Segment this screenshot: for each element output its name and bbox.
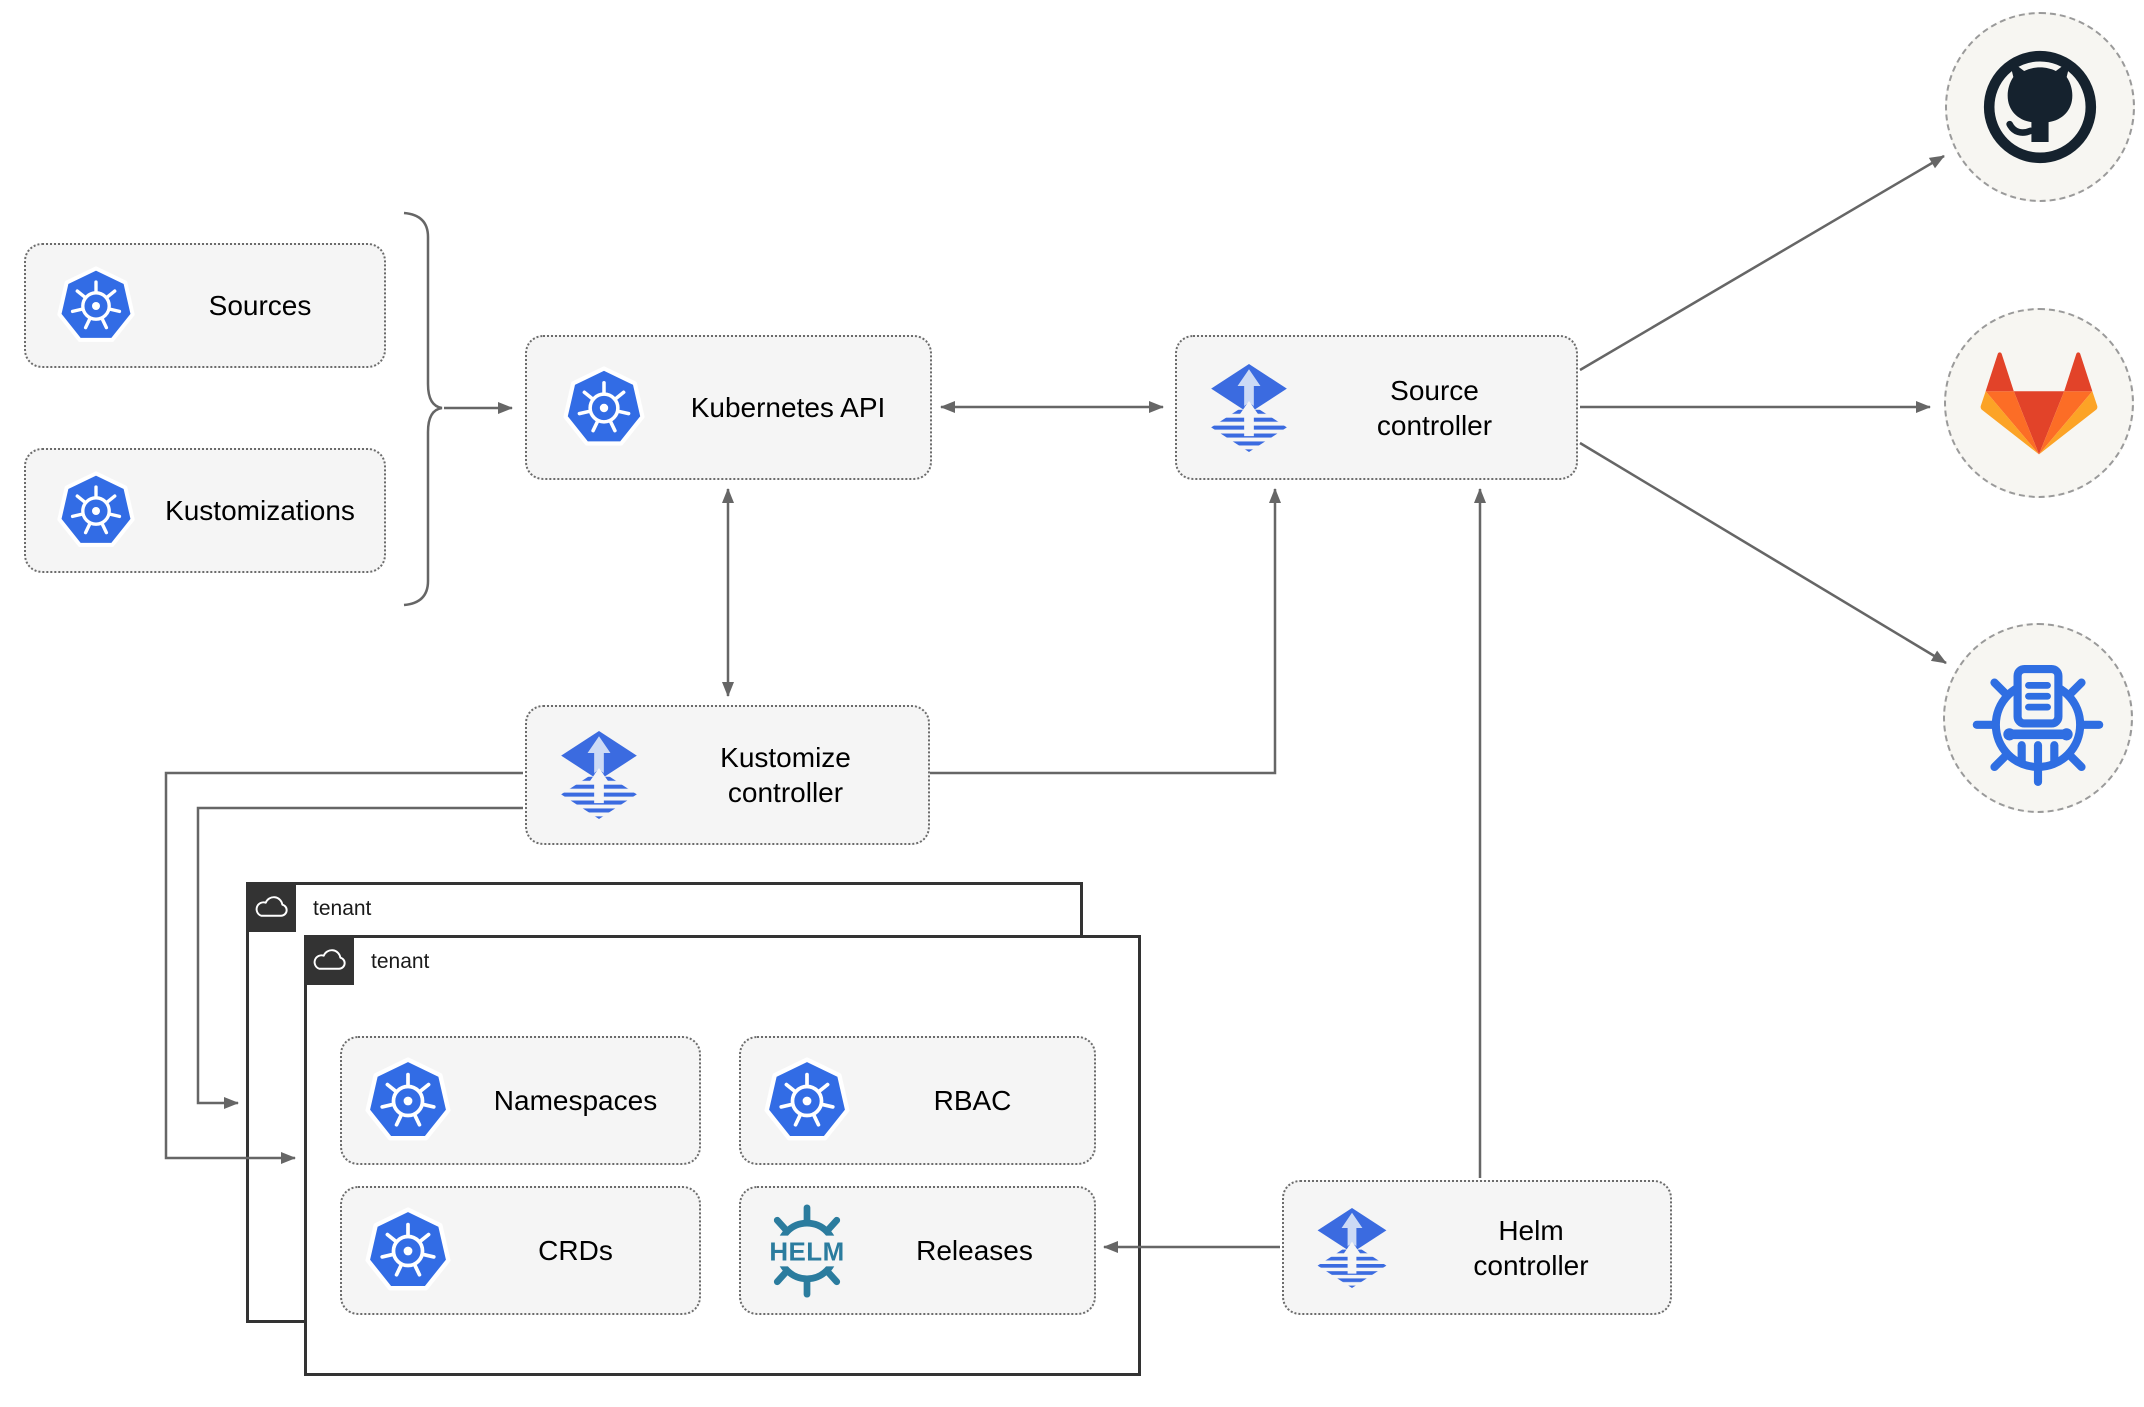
- helm-icon: [759, 1203, 855, 1299]
- node-label: Helm controller: [1473, 1214, 1589, 1281]
- kubernetes-icon: [763, 1057, 851, 1145]
- node-label: Kubernetes API: [690, 392, 886, 423]
- kubernetes-icon: [562, 366, 646, 450]
- node-label: Releases: [916, 1235, 1033, 1266]
- tenant-corner-badge: [246, 882, 296, 932]
- node-kustomizations: Kustomizations: [24, 448, 386, 573]
- kubernetes-icon: [56, 471, 136, 551]
- node-label: Kustomize controller: [720, 742, 851, 808]
- flux-icon: [1205, 360, 1293, 456]
- edge-sourcectrl-chartmuseum: [1579, 441, 1947, 665]
- brace-group: [403, 211, 443, 607]
- node-label: Kustomizations: [165, 495, 355, 526]
- tenant-label: tenant: [313, 896, 372, 920]
- node-kubernetes-api: Kubernetes API: [525, 335, 932, 480]
- node-releases: Releases: [739, 1186, 1096, 1315]
- node-rbac: RBAC: [739, 1036, 1096, 1165]
- github-icon: [1974, 41, 2106, 173]
- tenant-corner-badge: [304, 935, 354, 985]
- node-label: Namespaces: [493, 1085, 658, 1116]
- kubernetes-icon: [364, 1057, 452, 1145]
- node-label: RBAC: [933, 1085, 1012, 1116]
- node-sources: Sources: [24, 243, 386, 368]
- gitlab-icon: [1980, 349, 2098, 457]
- node-source-controller: Source controller: [1175, 335, 1578, 480]
- external-github: [1945, 12, 2135, 202]
- node-namespaces: Namespaces: [340, 1036, 701, 1165]
- node-crds: CRDs: [340, 1186, 701, 1315]
- chartmuseum-icon: [1970, 650, 2106, 786]
- external-chartmuseum: [1943, 623, 2133, 813]
- cloud-icon: [253, 895, 289, 920]
- kubernetes-icon: [56, 266, 136, 346]
- node-kustomize-controller: Kustomize controller: [525, 705, 930, 845]
- node-label: Sources: [208, 290, 312, 321]
- node-label: CRDs: [538, 1235, 613, 1266]
- tenant-box-inner: tenant Namespaces RBAC CRDs Releases: [304, 935, 1141, 1376]
- node-label: Source controller: [1376, 374, 1493, 441]
- flux-icon: [1312, 1204, 1392, 1292]
- node-helm-controller: Helm controller: [1282, 1180, 1672, 1315]
- edge-sourcectrl-github: [1579, 154, 1945, 372]
- flux-icon: [555, 727, 643, 823]
- cloud-icon: [311, 948, 347, 973]
- edge-kustomizectrl-sourcectrl: [930, 488, 1281, 775]
- tenant-label: tenant: [371, 949, 430, 973]
- external-gitlab: [1944, 308, 2134, 498]
- kubernetes-icon: [364, 1207, 452, 1295]
